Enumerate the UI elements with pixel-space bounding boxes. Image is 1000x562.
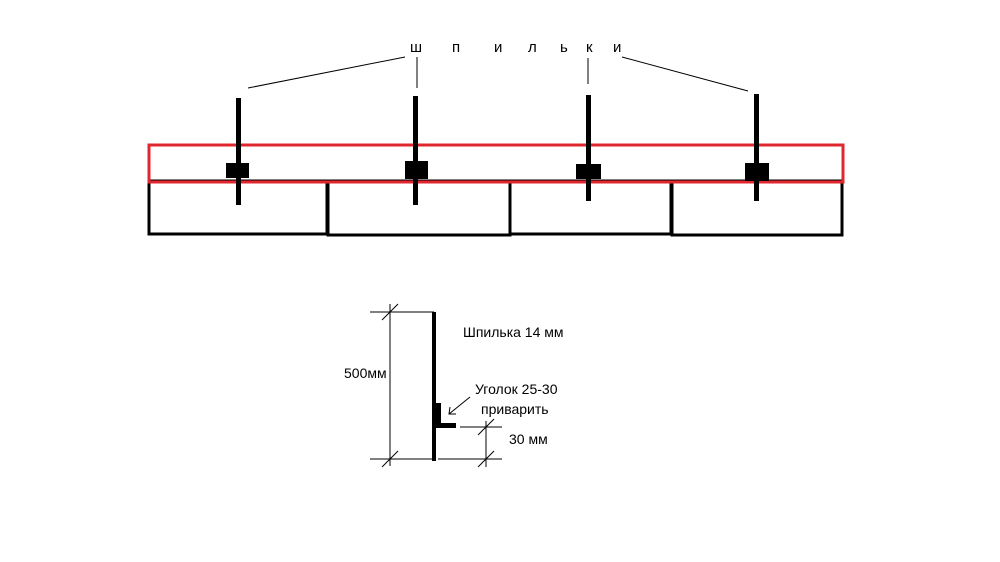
rod-4 [745, 94, 769, 201]
arrow-head [448, 406, 456, 415]
offset-dimension [438, 418, 502, 468]
leader-lines [247, 56, 749, 92]
offset-tick-top [477, 418, 495, 436]
offset-label: 30 мм [509, 431, 548, 447]
title-letters: ш п и л ь к и [410, 39, 621, 56]
height-label: 500мм [344, 365, 387, 381]
dim-tick-top [381, 303, 399, 321]
title-letter: л [528, 39, 537, 56]
height-dimension [370, 303, 434, 468]
rod-nut [576, 164, 601, 179]
angle-label-line1: Уголок 25-30 [475, 381, 558, 397]
block-2 [326, 179, 512, 237]
rod-1 [226, 98, 249, 205]
title-letter: ш [410, 39, 422, 56]
title-letter: к [586, 39, 593, 56]
detail-diagram: 500мм Шпилька 14 мм Уголок 25-30 привари… [344, 303, 564, 468]
leader-line-1 [247, 56, 406, 89]
rod-shaft [586, 95, 591, 201]
top-diagram: ш п и л ь к и [147, 39, 845, 237]
angle-bracket [436, 403, 456, 428]
title-letter: ь [560, 39, 568, 56]
dim-tick-bottom [381, 450, 399, 468]
title-letter: и [494, 39, 502, 56]
angle-arrow [448, 396, 471, 415]
detail-rod [432, 312, 436, 461]
rods [226, 94, 769, 205]
leader-line-4 [621, 56, 749, 92]
angle-label-line2: приварить [481, 401, 549, 417]
rod-2 [405, 96, 428, 205]
rod-3 [576, 95, 601, 201]
foundation-blocks [147, 179, 844, 237]
title-letter: и [613, 39, 621, 56]
arrow-shaft [448, 396, 471, 415]
rod-nut [405, 161, 428, 179]
rod-nut [226, 163, 249, 178]
offset-tick-bottom [477, 450, 495, 468]
highlight-beam [147, 143, 845, 184]
title-letter: п [452, 39, 460, 56]
rod-nut [745, 163, 769, 181]
angle-horizontal-leg [436, 423, 456, 428]
angle-vertical-leg [436, 403, 441, 428]
rod-shaft [754, 94, 759, 201]
rod-shaft [413, 96, 418, 205]
rod-shaft [236, 98, 241, 205]
rod-label: Шпилька 14 мм [463, 324, 564, 340]
